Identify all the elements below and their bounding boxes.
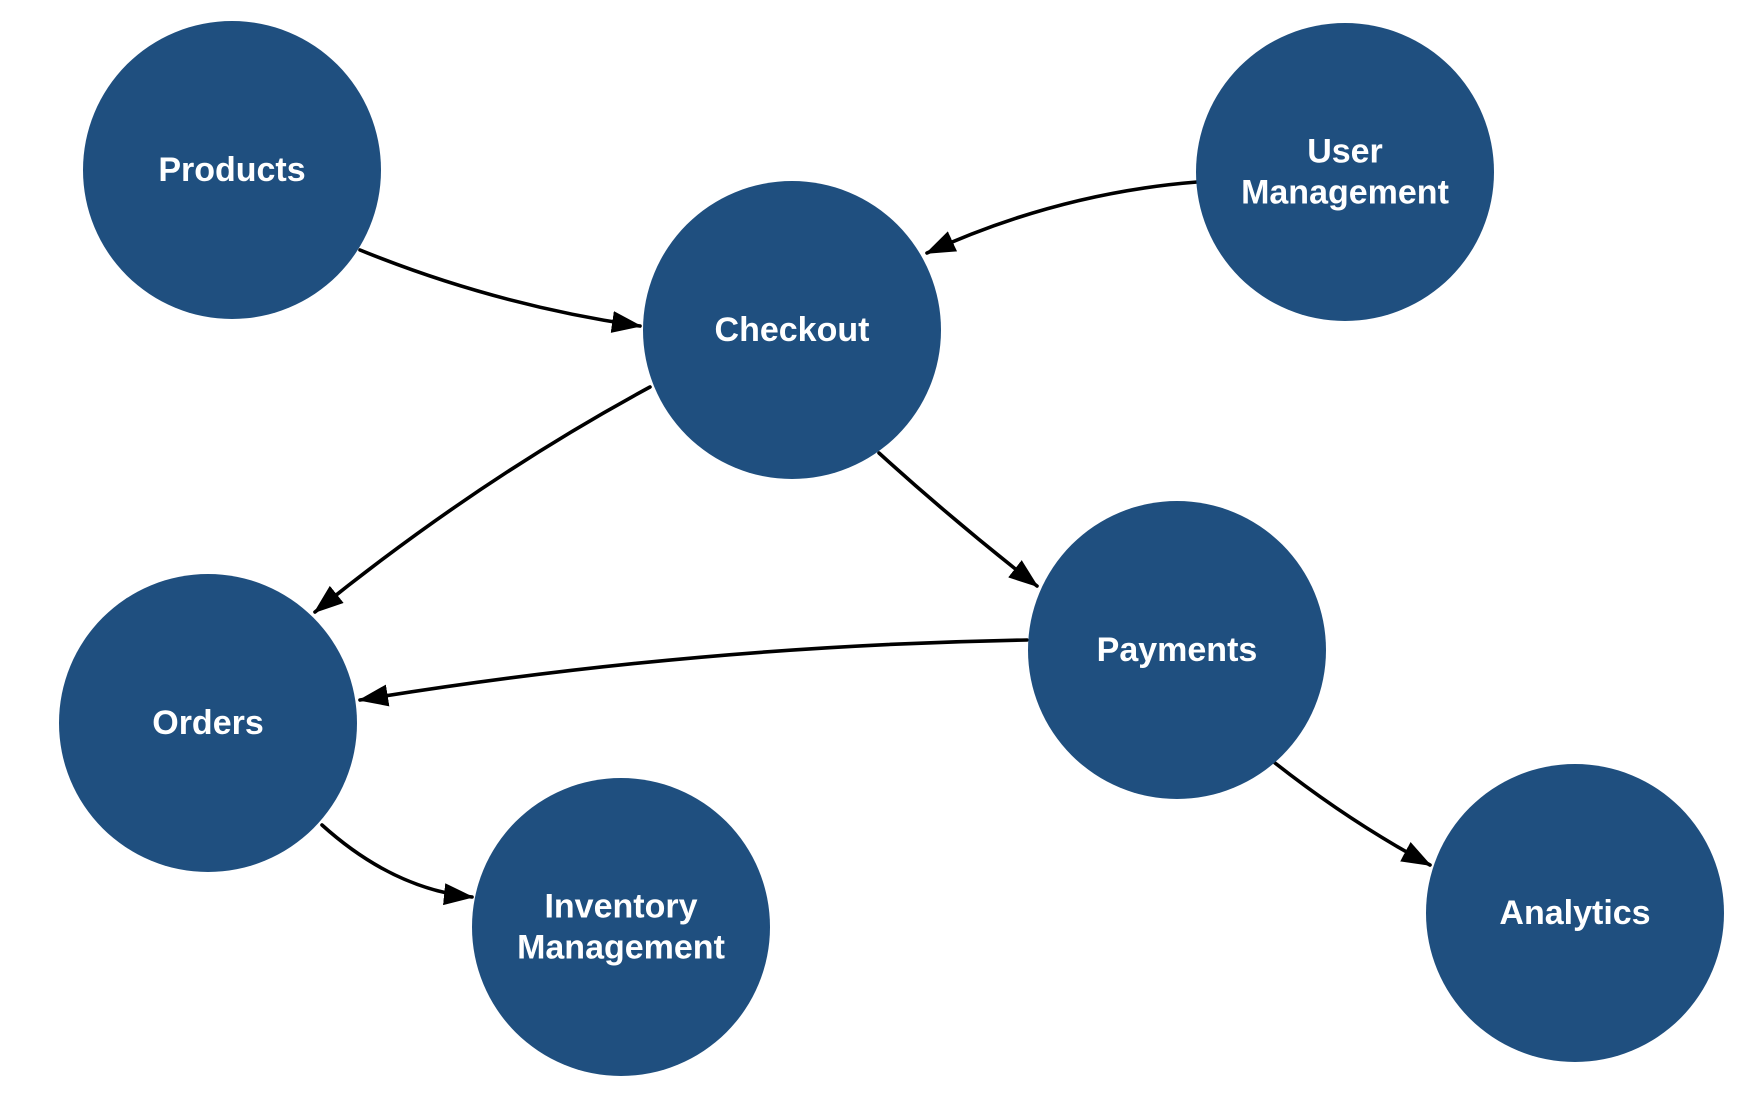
node-orders-circle[interactable]	[59, 574, 357, 872]
node-products-circle[interactable]	[83, 21, 381, 319]
node-orders-label: Orders	[152, 704, 264, 742]
node-products-label: Products	[158, 151, 305, 189]
node-analytics-circle[interactable]	[1426, 764, 1724, 1062]
edge-user-management-to-checkout	[925, 180, 1199, 255]
edge-products-to-checkout	[358, 248, 642, 333]
node-user-management-circle[interactable]	[1196, 23, 1494, 321]
node-analytics-label: Analytics	[1499, 894, 1650, 932]
node-payments-label: Payments	[1097, 631, 1258, 669]
edge-checkout-to-payments	[877, 451, 1039, 588]
node-checkout[interactable]: Checkout	[643, 181, 941, 479]
edge-checkout-to-orders	[313, 385, 652, 614]
edge-orders-to-inventory-management	[320, 823, 474, 906]
node-payments[interactable]: Payments	[1028, 501, 1326, 799]
node-inventory-management-circle[interactable]	[472, 778, 770, 1076]
node-checkout-circle[interactable]	[643, 181, 941, 479]
edge-payments-to-orders	[358, 638, 1029, 707]
node-products[interactable]: Products	[83, 21, 381, 319]
node-checkout-label: Checkout	[715, 311, 870, 349]
node-orders[interactable]: Orders	[59, 574, 357, 872]
node-payments-circle[interactable]	[1028, 501, 1326, 799]
node-analytics[interactable]: Analytics	[1426, 764, 1724, 1062]
edge-payments-to-analytics	[1273, 761, 1432, 867]
